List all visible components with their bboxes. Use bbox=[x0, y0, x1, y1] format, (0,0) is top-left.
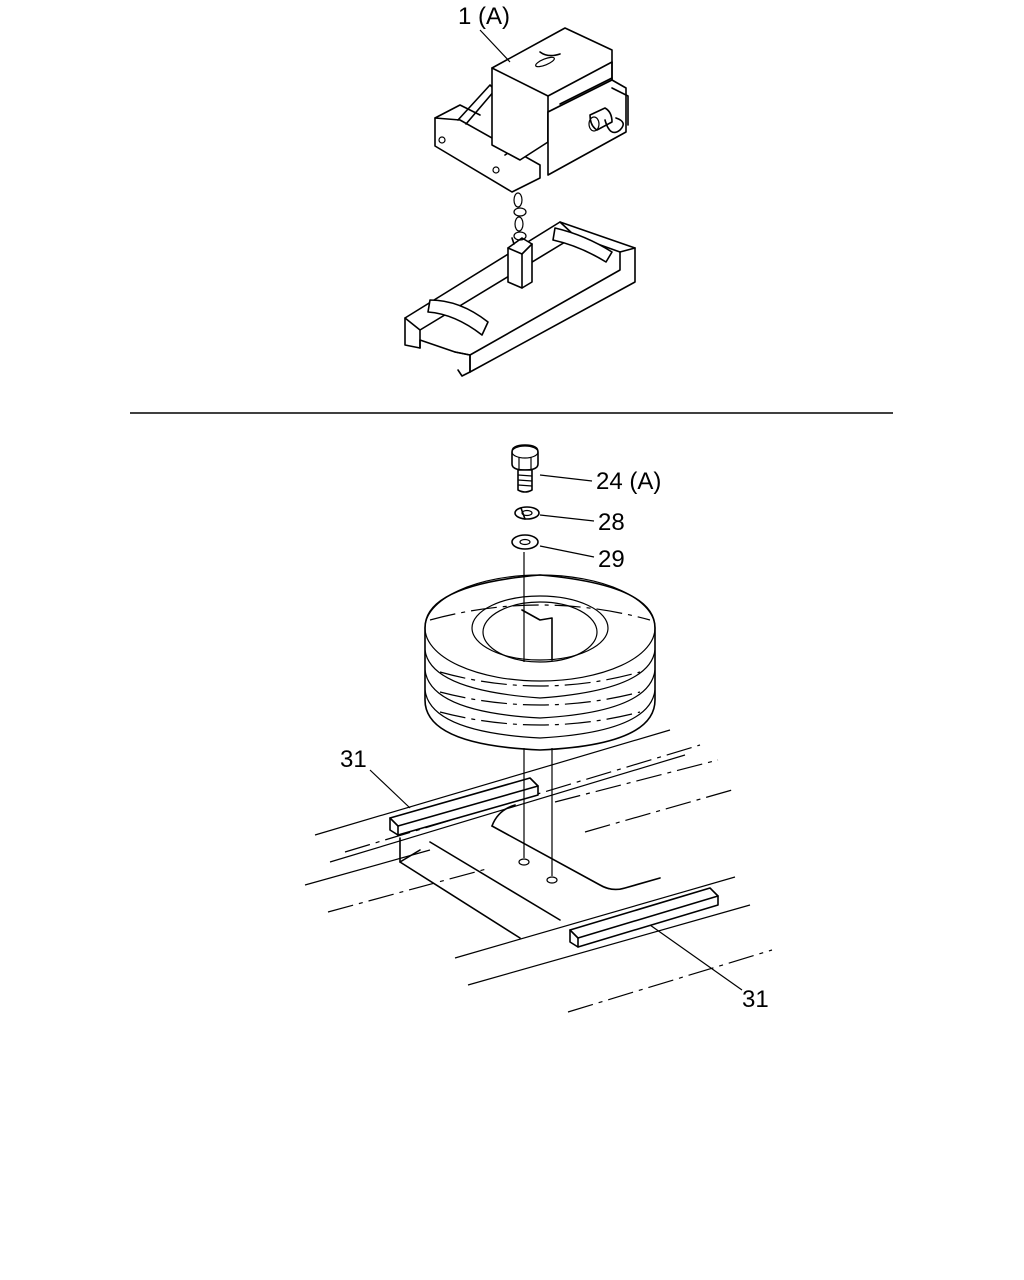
bolt bbox=[511, 444, 539, 493]
label-part-1: 1 (A) bbox=[458, 3, 510, 30]
assembly-axis-lines bbox=[523, 552, 553, 876]
lock-washer bbox=[514, 506, 540, 520]
label-part-31-right: 31 bbox=[742, 986, 769, 1013]
lift-chain bbox=[511, 192, 527, 245]
plain-washer bbox=[511, 534, 539, 550]
leader-lines bbox=[369, 29, 743, 991]
label-part-29: 29 bbox=[598, 546, 625, 573]
rubber-block-right bbox=[569, 887, 719, 948]
winch-housing bbox=[434, 27, 629, 193]
label-part-24: 24 (A) bbox=[596, 468, 661, 495]
vehicle-frame bbox=[304, 729, 773, 1013]
lift-hook bbox=[507, 237, 533, 289]
label-part-28: 28 bbox=[598, 509, 625, 536]
label-part-31-left: 31 bbox=[340, 746, 367, 773]
carrier-winch-assembly bbox=[404, 27, 636, 377]
spare-tire bbox=[424, 574, 656, 751]
rubber-block-left bbox=[389, 777, 539, 836]
